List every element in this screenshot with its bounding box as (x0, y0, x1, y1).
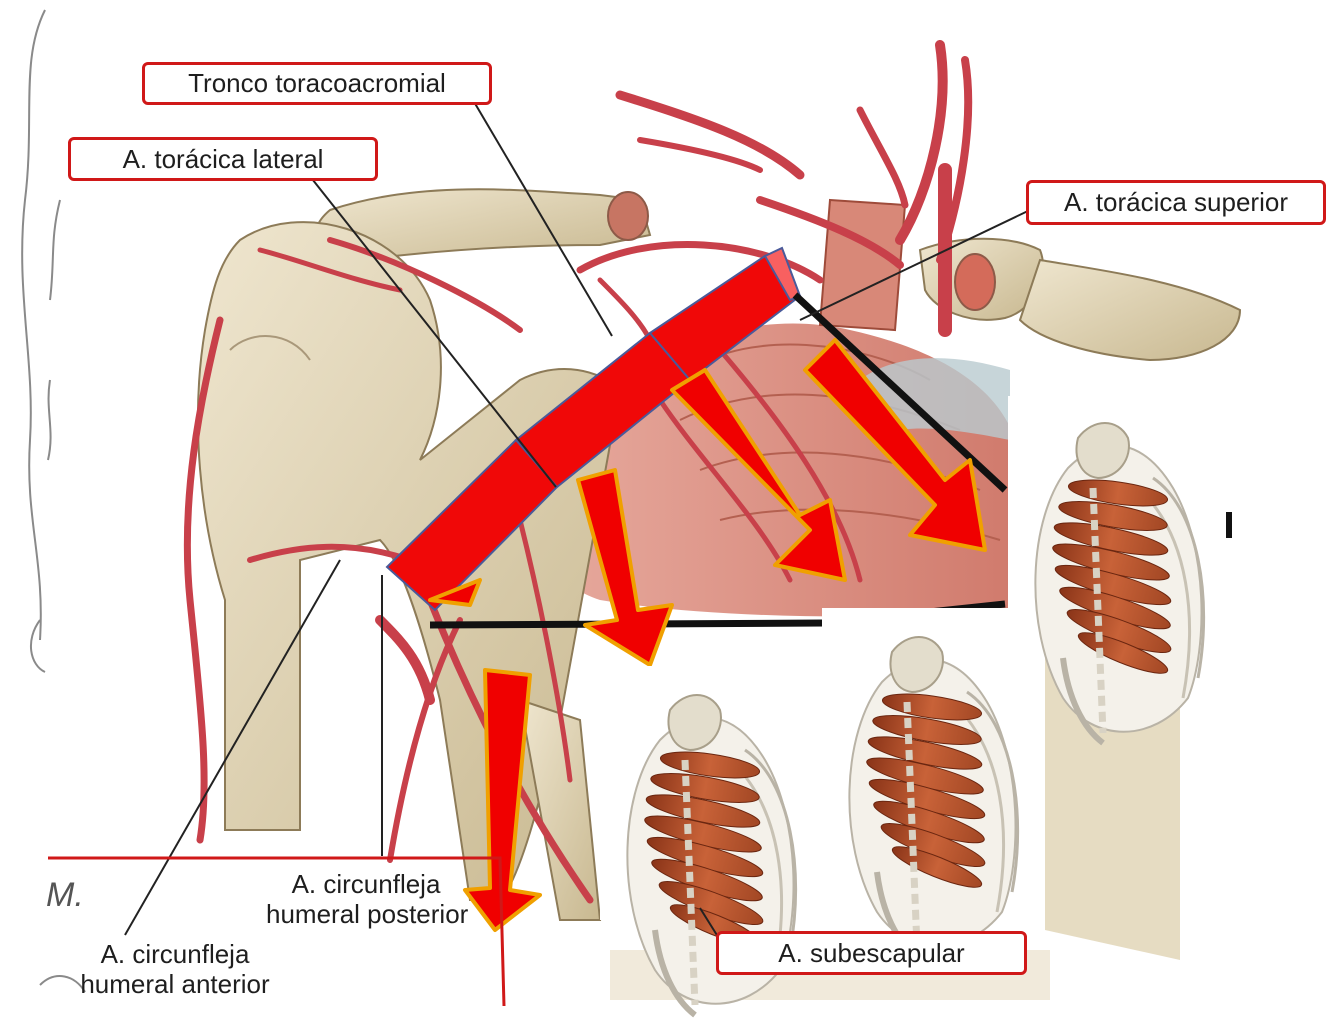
label-circunfleja-anterior: A. circunfleja humeral anterior (60, 939, 290, 1000)
background-sketch (21, 9, 86, 993)
label-frame (48, 856, 506, 1007)
label-circunfleja-anterior-line2: humeral anterior (80, 968, 270, 999)
label-circunfleja-posterior-line1: A. circunfleja (291, 869, 441, 899)
artery-branches (183, 40, 973, 904)
branch-arrows (428, 338, 987, 932)
label-toracica-superior: A. torácica superior (1026, 180, 1326, 225)
label-subescapular: A. subescapular (716, 931, 1027, 975)
margin-mark: M. (46, 876, 84, 914)
label-tronco-toracoacromial: Tronco toracoacromial (142, 62, 492, 105)
label-circunfleja-anterior-line1: A. circunfleja (100, 939, 250, 969)
label-circunfleja-posterior: A. circunfleja humeral posterior (266, 869, 469, 930)
label-toracica-lateral: A. torácica lateral (68, 137, 378, 181)
serratus-thumbnails (600, 396, 1232, 1015)
leader-lines (124, 94, 1031, 941)
label-circunfleja-posterior-line2: humeral posterior (266, 898, 469, 929)
